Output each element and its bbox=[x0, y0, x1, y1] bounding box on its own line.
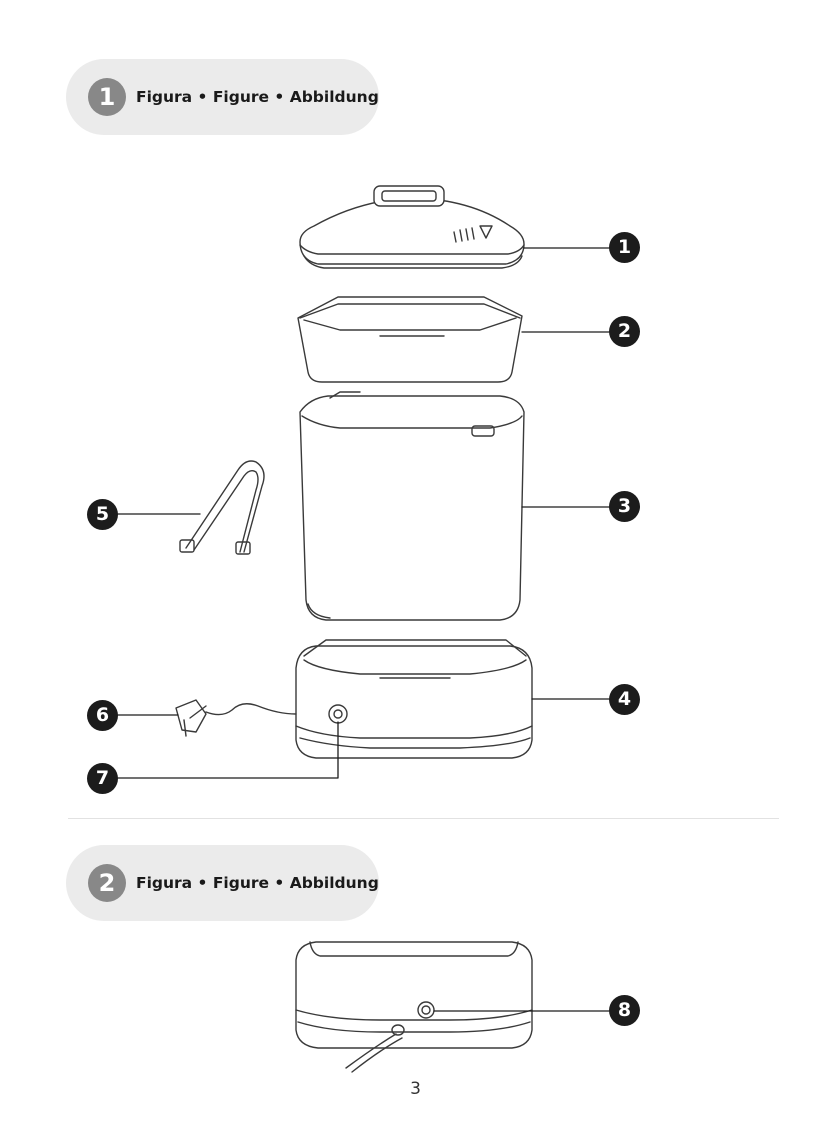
lid-illustration bbox=[300, 186, 524, 268]
callout-5: 5 bbox=[87, 499, 118, 530]
base-illustration bbox=[296, 640, 532, 758]
figure-2-title: Figura • Figure • Abbildung bbox=[136, 874, 379, 892]
callout-6: 6 bbox=[87, 700, 118, 731]
callout-3: 3 bbox=[609, 491, 640, 522]
section-divider bbox=[68, 818, 779, 819]
callout-1: 1 bbox=[609, 232, 640, 263]
callout-2: 2 bbox=[609, 316, 640, 347]
chamber-illustration bbox=[300, 392, 524, 620]
basket-illustration bbox=[298, 297, 522, 382]
callout-7: 7 bbox=[87, 763, 118, 794]
page-number: 3 bbox=[0, 1079, 831, 1099]
figure-2-number: 2 bbox=[88, 864, 126, 902]
plug-illustration bbox=[176, 700, 296, 736]
callout-8: 8 bbox=[609, 995, 640, 1026]
base-rear-illustration bbox=[296, 942, 532, 1072]
figure-2-header: 2 Figura • Figure • Abbildung bbox=[66, 845, 379, 921]
tongs-illustration bbox=[180, 461, 264, 554]
callout-4: 4 bbox=[609, 684, 640, 715]
